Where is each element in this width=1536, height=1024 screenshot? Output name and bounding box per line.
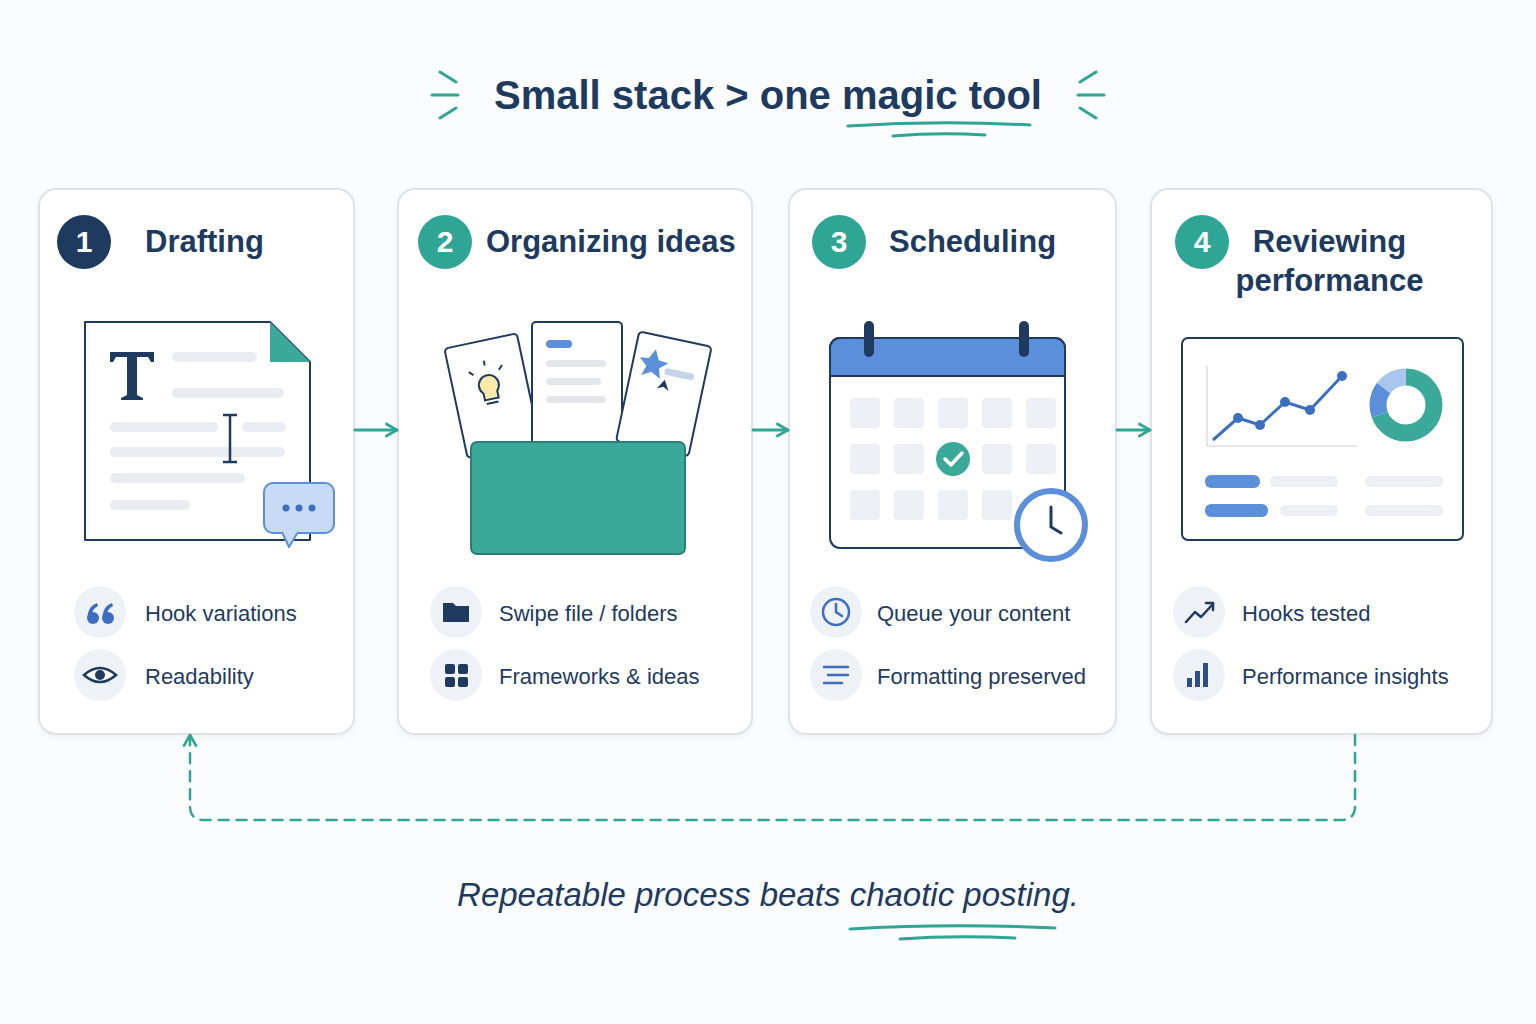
feature-item: Frameworks & ideas: [499, 663, 744, 691]
step-number: 4: [1175, 215, 1229, 269]
feature-item: Readability: [145, 663, 350, 691]
step-number: 2: [418, 215, 472, 269]
step-heading: Scheduling: [889, 223, 1111, 262]
feedback-loop-arrow: [190, 735, 1355, 820]
step-heading: Reviewing performance: [1202, 223, 1457, 301]
step-heading: Drafting: [145, 223, 345, 262]
process-card: 1 DraftingHook variationsReadability: [38, 188, 355, 735]
diagram-caption: Repeatable process beats chaotic posting…: [0, 872, 1536, 918]
process-card: 2 Organizing ideasSwipe file / foldersFra…: [397, 188, 753, 735]
process-card: 4Reviewing performanceHooks testedPerfor…: [1150, 188, 1493, 735]
step-number: 3: [812, 215, 866, 269]
diagram-title: Small stack > one magic tool: [0, 70, 1536, 120]
flow-arrow: [1117, 429, 1150, 432]
feature-item: Hook variations: [145, 600, 350, 628]
flow-arrow: [355, 429, 397, 432]
caption-underline: [850, 926, 1055, 939]
feature-item: Formatting preserved: [877, 663, 1113, 691]
feature-item: Hooks tested: [1242, 600, 1487, 628]
feature-item: Performance insights: [1242, 663, 1487, 691]
step-heading: Organizing ideas: [486, 223, 750, 262]
feature-item: Swipe file / folders: [499, 600, 744, 628]
step-number: 1: [57, 215, 111, 269]
process-card: 3 SchedulingQueue your contentFormatting …: [788, 188, 1117, 735]
feature-item: Queue your content: [877, 600, 1113, 628]
flow-arrow: [753, 429, 788, 432]
